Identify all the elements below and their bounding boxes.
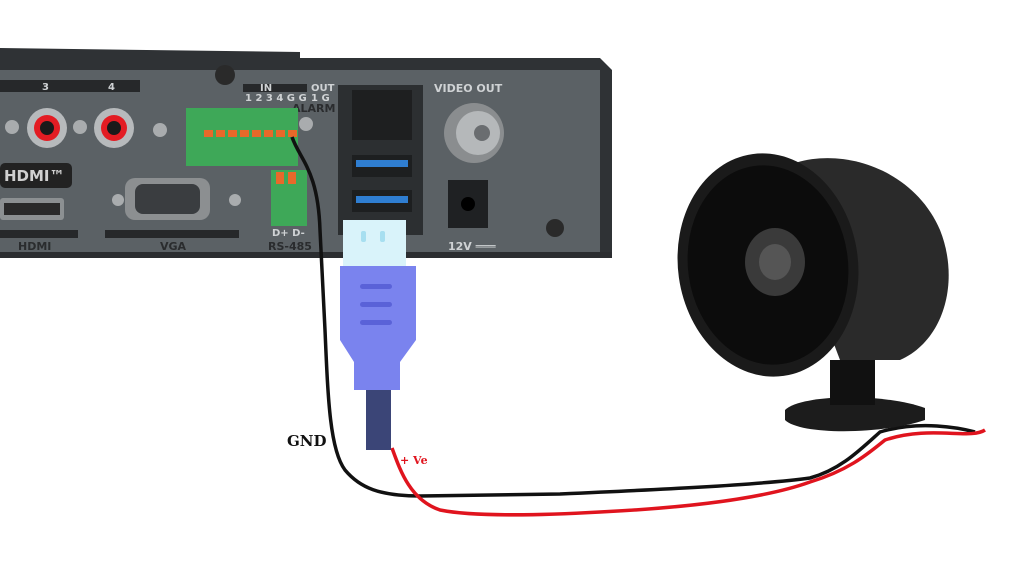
ground-wire <box>290 136 976 498</box>
dvr-recorder: 3 4 HDMI™ HDMI VGA IN OUT 1 2 3 4 G G 1 … <box>0 48 612 258</box>
rs485-pins: D+ D- <box>272 228 305 239</box>
alarm-out-pins: 1 G <box>311 93 330 104</box>
rca-jack-4 <box>94 108 134 148</box>
audio-label-3: 3 <box>42 82 49 93</box>
bnc-video-out-port <box>444 103 504 163</box>
ground-screw-icon <box>546 219 564 237</box>
alarm-in-label: IN <box>260 83 272 94</box>
screw-icon <box>73 120 87 134</box>
alarm-out-label: OUT <box>311 83 335 94</box>
siren-speaker <box>677 153 949 432</box>
alarm-terminal-block <box>186 108 298 166</box>
rs485-label: RS-485 <box>268 240 312 253</box>
power-label: 12V ═══ <box>448 240 496 253</box>
usb-plug <box>340 220 416 450</box>
positive-label: + Ve <box>400 454 428 467</box>
screw-icon <box>299 117 313 131</box>
rca-jack-3 <box>27 108 67 148</box>
hdmi-logo: HDMI™ <box>4 167 65 185</box>
screw-icon <box>215 65 235 85</box>
audio-label-4: 4 <box>108 82 115 93</box>
alarm-label: ALARM <box>292 102 335 115</box>
vga-label: VGA <box>160 240 187 253</box>
ethernet-port <box>352 90 412 140</box>
hdmi-label: HDMI <box>18 240 51 253</box>
screw-icon <box>5 120 19 134</box>
positive-wire <box>390 428 986 517</box>
alarm-in-pins: 1 2 3 4 G G <box>245 93 307 104</box>
video-out-label: VIDEO OUT <box>434 82 503 95</box>
screw-icon <box>153 123 167 137</box>
gnd-label: GND <box>287 432 327 450</box>
